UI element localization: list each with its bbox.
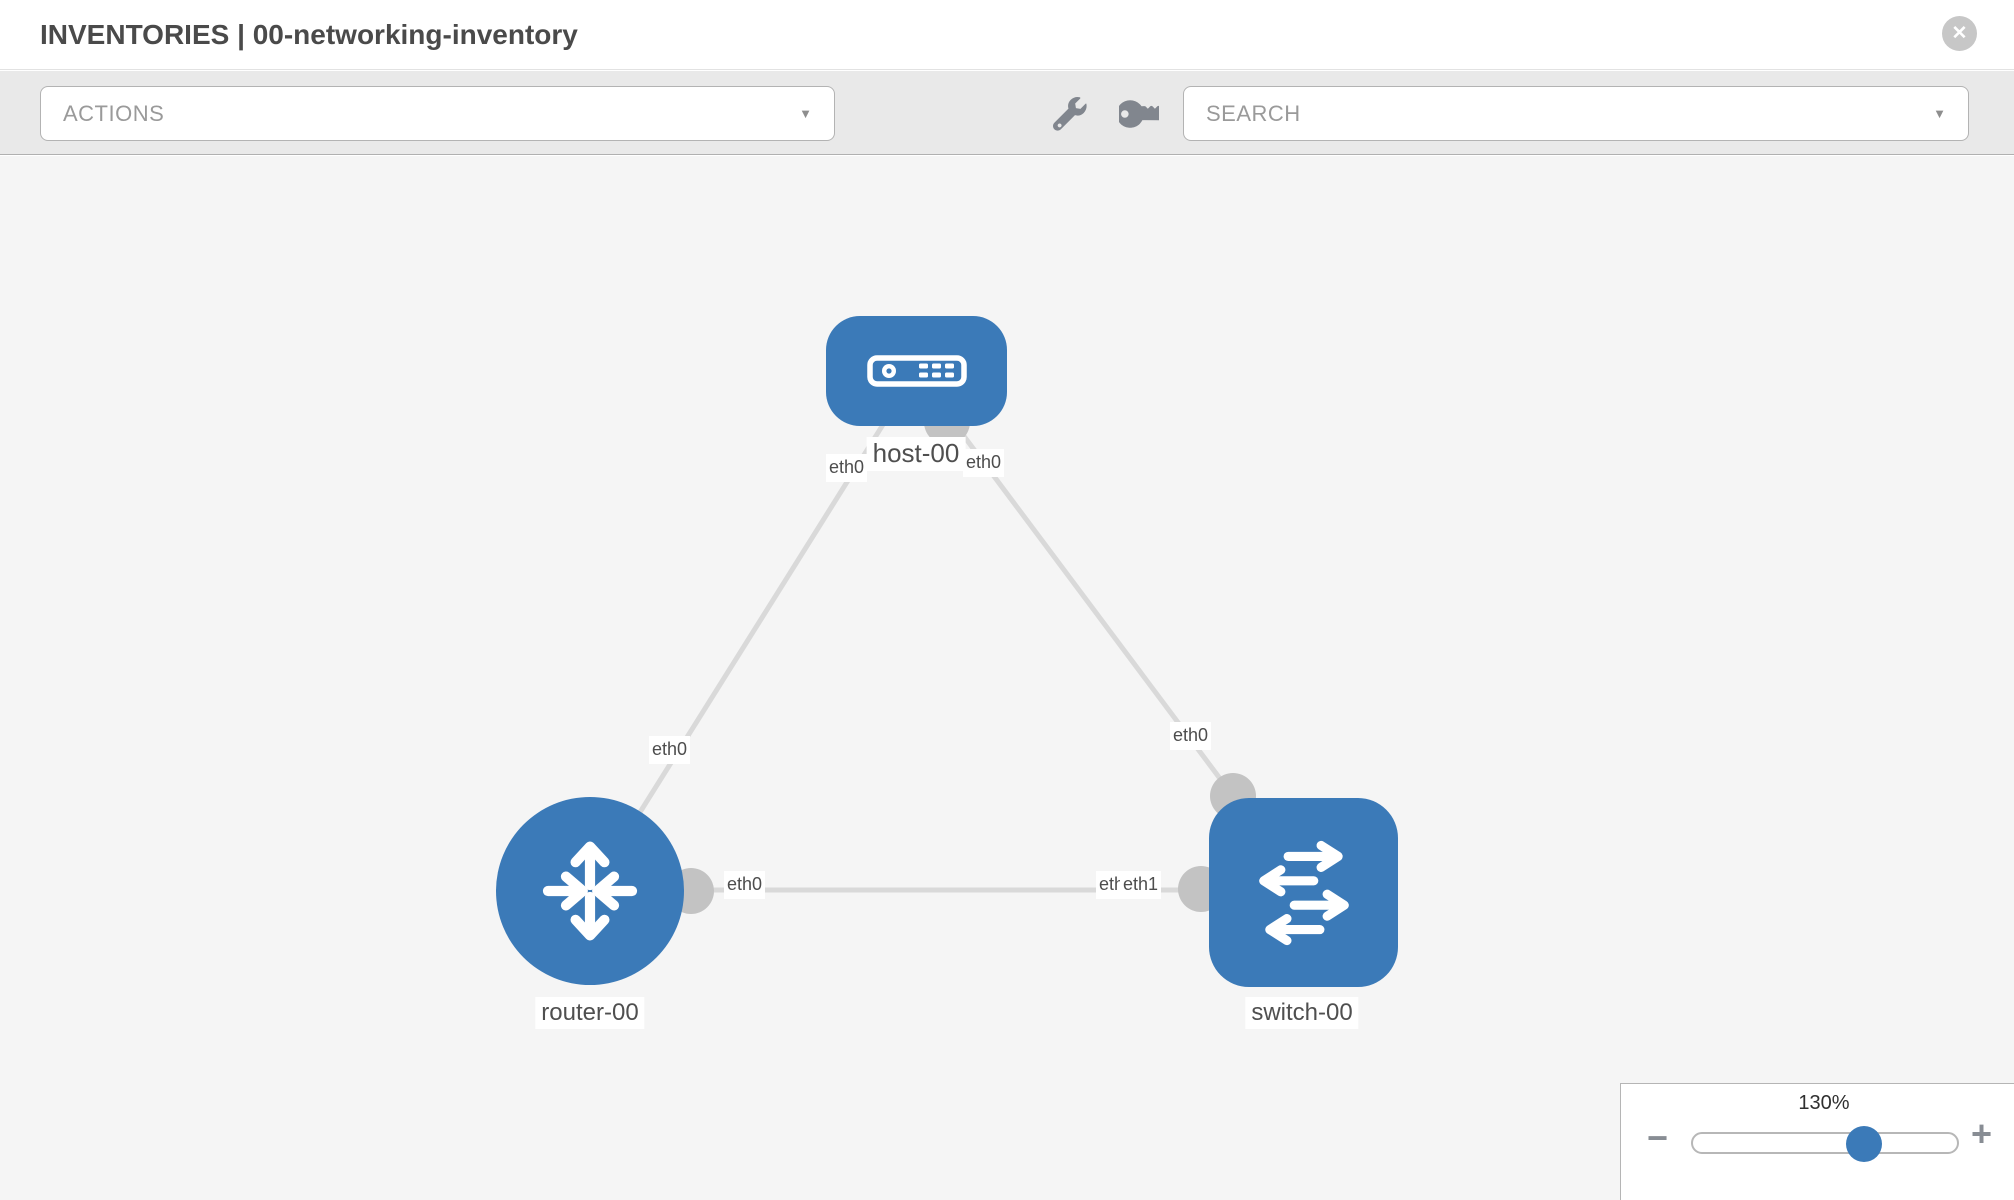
node-label-switch-00: switch-00 (1245, 997, 1359, 1029)
search-dropdown-label: SEARCH (1206, 101, 1301, 126)
links-layer (587, 370, 1302, 914)
wrench-icon (1053, 97, 1087, 131)
tools-button[interactable] (1052, 97, 1088, 133)
key-icon (1116, 100, 1167, 128)
zoom-out-button[interactable]: − (1647, 1117, 1669, 1158)
node-host-00[interactable] (826, 316, 1007, 426)
zoom-level-value: 130% (1798, 1092, 1850, 1114)
page-title: INVENTORIES | 00-networking-inventory (40, 19, 578, 50)
header: INVENTORIES | 00-networking-inventory ✕ (0, 0, 2014, 70)
node-label-host-00: host-00 (866, 437, 966, 471)
close-icon: ✕ (1951, 23, 1968, 44)
switch-arrows-icon (1258, 840, 1349, 945)
node-router-00[interactable] (496, 797, 684, 985)
server-icon (866, 355, 967, 387)
close-button[interactable]: ✕ (1942, 16, 1977, 51)
iface-label-host-eth0-right: eth0 (963, 449, 1005, 477)
zoom-slider-track[interactable] (1691, 1132, 1959, 1154)
iface-label-switch-eth1-front: eth1 (1120, 871, 1162, 899)
node-switch-00[interactable] (1209, 798, 1398, 987)
actions-dropdown[interactable]: ACTIONS ▼ (40, 86, 835, 141)
iface-label-router-eth0-top: eth0 (649, 736, 691, 764)
caret-down-icon: ▼ (799, 106, 812, 121)
topology-canvas[interactable]: eth0 eth0 eth0 eth0 eth0 eth0 eth1 host-… (0, 156, 2014, 1200)
iface-label-switch-eth0-top: eth0 (1170, 722, 1212, 750)
node-label-router-00: router-00 (535, 997, 645, 1029)
zoom-in-button[interactable]: + (1971, 1113, 1993, 1154)
router-arrows-icon (542, 841, 638, 941)
iface-label-router-eth0-right: eth0 (724, 871, 766, 899)
zoom-slider-handle[interactable] (1846, 1126, 1882, 1162)
zoom-control-panel: 130% − + (1620, 1083, 2014, 1200)
search-dropdown[interactable]: SEARCH ▼ (1183, 86, 1969, 141)
toolbar: ACTIONS ▼ SEARCH ▼ (0, 71, 2014, 155)
caret-down-icon: ▼ (1933, 106, 1946, 121)
actions-dropdown-label: ACTIONS (63, 101, 165, 126)
iface-label-host-eth0-left: eth0 (826, 454, 868, 482)
credentials-button[interactable] (1116, 94, 1167, 136)
